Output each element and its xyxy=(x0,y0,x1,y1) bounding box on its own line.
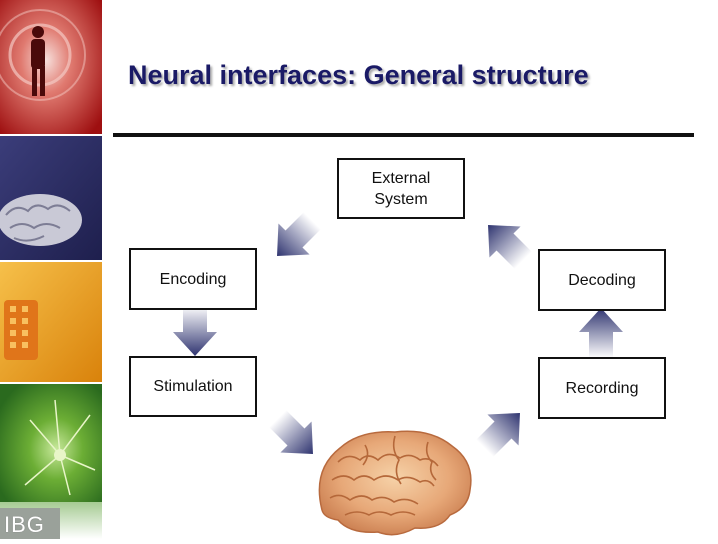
sidebar-decoration: IBG xyxy=(0,0,104,539)
recording-label: Recording xyxy=(565,379,639,397)
slide-title: Neural interfaces: General structure xyxy=(128,60,589,90)
brain-icon xyxy=(318,430,472,536)
sidebar-panel-red xyxy=(0,0,102,134)
neuron-icon xyxy=(24,399,96,496)
external-system-box: External System xyxy=(337,158,465,219)
sidebar-art xyxy=(0,0,102,539)
arrow-decoding-to-external xyxy=(472,209,539,276)
person-silhouette-icon xyxy=(31,26,45,96)
arrow-stimulation-to-brain xyxy=(262,403,329,470)
recording-box: Recording xyxy=(538,357,666,419)
title-divider xyxy=(113,133,694,137)
ibg-logo: IBG xyxy=(4,512,45,537)
arrow-external-to-encoding xyxy=(261,205,328,272)
sidebar-panel-green xyxy=(0,384,102,502)
encoding-box: Encoding xyxy=(129,248,257,310)
arrow-recording-to-decoding xyxy=(579,308,623,358)
stimulation-box: Stimulation xyxy=(129,356,257,417)
decoding-box: Decoding xyxy=(538,249,666,311)
external-system-label: External System xyxy=(371,169,431,208)
decoding-label: Decoding xyxy=(568,271,636,289)
circuit-icon xyxy=(4,300,38,360)
arrow-brain-to-recording xyxy=(469,397,536,464)
stimulation-label: Stimulation xyxy=(153,378,233,395)
encoding-label: Encoding xyxy=(159,270,227,288)
arrow-encoding-to-stimulation xyxy=(173,306,217,356)
